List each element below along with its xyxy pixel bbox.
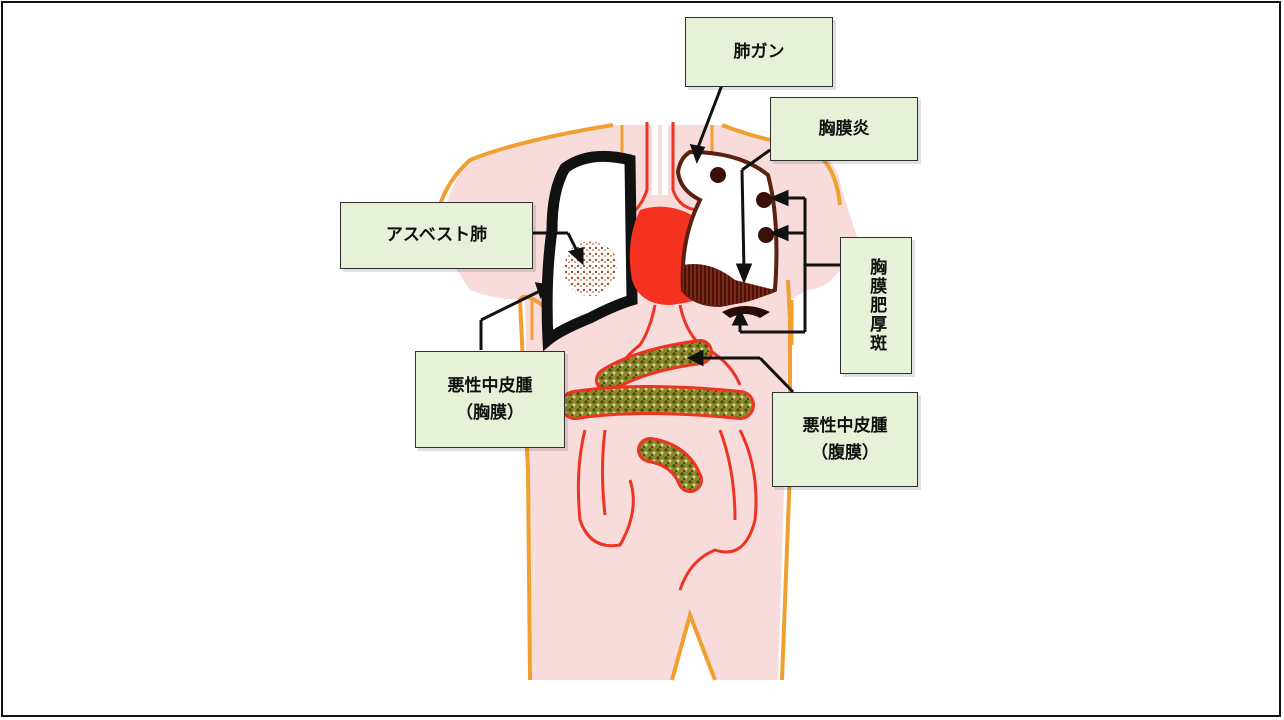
label-pleural-plaque-text: 胸膜肥厚斑 <box>863 258 889 353</box>
label-mesothelioma-peritoneum-line2: （腹膜） <box>811 440 879 466</box>
label-mesothelioma-peritoneum: 悪性中皮腫 （腹膜） <box>772 392 918 487</box>
label-asbestosis-text: アスベスト肺 <box>386 222 487 248</box>
label-pleural-plaque: 胸膜肥厚斑 <box>840 237 912 374</box>
label-lung-cancer-text: 肺ガン <box>734 39 785 65</box>
label-lung-cancer: 肺ガン <box>685 17 833 87</box>
label-pleurisy-text: 胸膜炎 <box>819 116 870 142</box>
label-mesothelioma-peritoneum-line1: 悪性中皮腫 <box>803 413 888 439</box>
label-pleurisy: 胸膜炎 <box>770 97 918 161</box>
label-mesothelioma-pleura-line1: 悪性中皮腫 <box>448 373 533 399</box>
label-mesothelioma-pleura: 悪性中皮腫 （胸膜） <box>415 351 565 448</box>
lung-cancer-lesion <box>710 167 726 183</box>
label-asbestosis: アスベスト肺 <box>340 202 533 269</box>
label-mesothelioma-pleura-line2: （胸膜） <box>456 400 524 426</box>
